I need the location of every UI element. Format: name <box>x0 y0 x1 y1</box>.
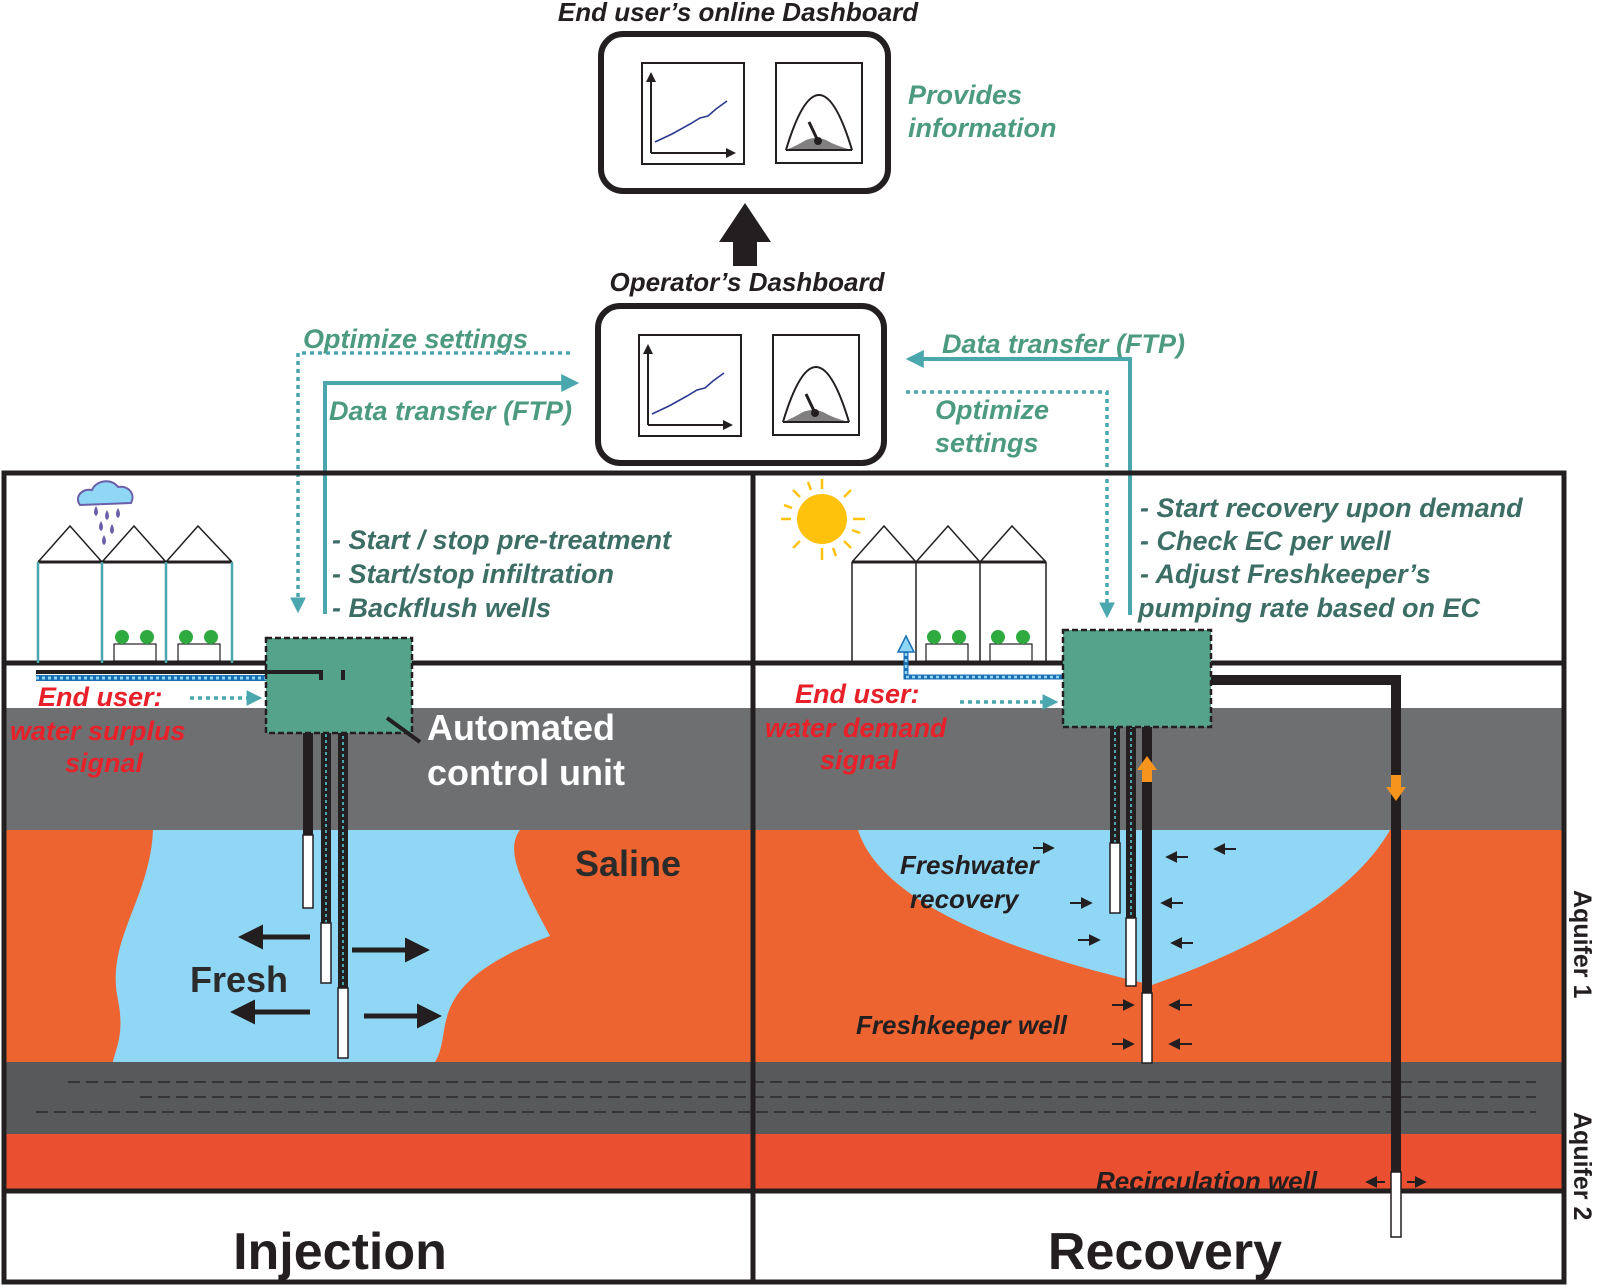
plant-icon <box>925 630 1033 662</box>
fresh-label: Fresh <box>190 959 288 1000</box>
control-unit-label-line2: control unit <box>427 752 625 793</box>
provides-information-line2: information <box>908 113 1057 143</box>
recovery-fresh-cone <box>858 830 1390 985</box>
injection-signal-line1: water surplus <box>10 716 186 746</box>
operator-dashboard: Operator’s Dashboard <box>595 267 887 466</box>
recovery-signal-line1: water demand <box>765 713 947 743</box>
gauge-icon <box>775 62 863 164</box>
recovery-action-1: - Start recovery upon demand <box>1140 493 1523 523</box>
recovery-action-3: - Adjust Freshkeeper’s <box>1140 559 1431 589</box>
recovery-flow-arrows <box>1033 842 1427 1188</box>
recovery-actions: - Start recovery upon demand - Check EC … <box>1137 493 1523 623</box>
rain-cloud-icon <box>76 480 134 545</box>
injection-action-1: - Start / stop pre-treatment <box>332 525 672 555</box>
line-chart-icon <box>638 334 742 437</box>
right-data-transfer: Data transfer (FTP) <box>942 329 1185 359</box>
injection-actions: - Start / stop pre-treatment - Start/sto… <box>332 525 672 623</box>
right-links: Data transfer (FTP) Optimize settings <box>905 329 1185 619</box>
injection-action-3: - Backflush wells <box>332 593 551 623</box>
greenhouse-icon <box>36 524 234 663</box>
end-user-dashboard-title: End user’s online Dashboard <box>558 0 919 27</box>
recovery-action-4: pumping rate based on EC <box>1137 593 1481 623</box>
injection-wells <box>302 670 349 1059</box>
control-unit-right <box>1061 628 1213 729</box>
injection-end-user-label: End user: <box>38 682 163 712</box>
greenhouse-icon <box>851 524 1047 663</box>
injection-signal-line2: signal <box>65 748 144 778</box>
injection-signal: End user: water surplus signal <box>10 682 263 778</box>
recovery-action-2: - Check EC per well <box>1140 526 1391 556</box>
sun-icon <box>781 479 865 560</box>
provides-information-line1: Provides <box>908 80 1022 110</box>
injection-action-2: - Start/stop infiltration <box>332 559 614 589</box>
recovery-end-user-label: End user: <box>795 679 920 709</box>
operator-dashboard-title: Operator’s Dashboard <box>609 267 885 297</box>
injection-flow-arrows <box>230 924 442 1029</box>
right-optimize-line2: settings <box>935 428 1039 458</box>
injection-panel-label: Injection <box>233 1223 447 1281</box>
line-chart-icon <box>641 62 745 165</box>
recovery-panel-label: Recovery <box>1048 1223 1282 1281</box>
recovery-signal-line2: signal <box>820 745 899 775</box>
plant-icon <box>113 630 221 662</box>
panel-frames <box>1 470 1567 1285</box>
aquifer-2-label: Aquifer 2 <box>1568 1112 1596 1220</box>
left-data-transfer: Data transfer (FTP) <box>329 396 572 426</box>
right-optimize-line1: Optimize <box>935 395 1049 425</box>
freshkeeper-well-label: Freshkeeper well <box>856 1010 1068 1040</box>
left-links: Optimize settings Data transfer (FTP) <box>290 324 580 614</box>
freshwater-recovery-line2: recovery <box>910 884 1020 914</box>
recovery-signal: End user: water demand signal <box>765 679 1059 775</box>
recirculation-well-label: Recirculation well <box>1096 1166 1318 1196</box>
gauge-icon <box>772 334 860 436</box>
control-unit-label-line1: Automated <box>427 707 615 748</box>
end-user-dashboard: End user’s online Dashboard Provides inf… <box>558 0 1057 194</box>
left-optimize-settings: Optimize settings <box>303 324 528 354</box>
saline-label: Saline <box>575 843 681 884</box>
freshwater-recovery-line1: Freshwater <box>900 850 1041 880</box>
upload-arrow <box>719 203 771 266</box>
aquifer-1-label: Aquifer 1 <box>1568 890 1596 998</box>
